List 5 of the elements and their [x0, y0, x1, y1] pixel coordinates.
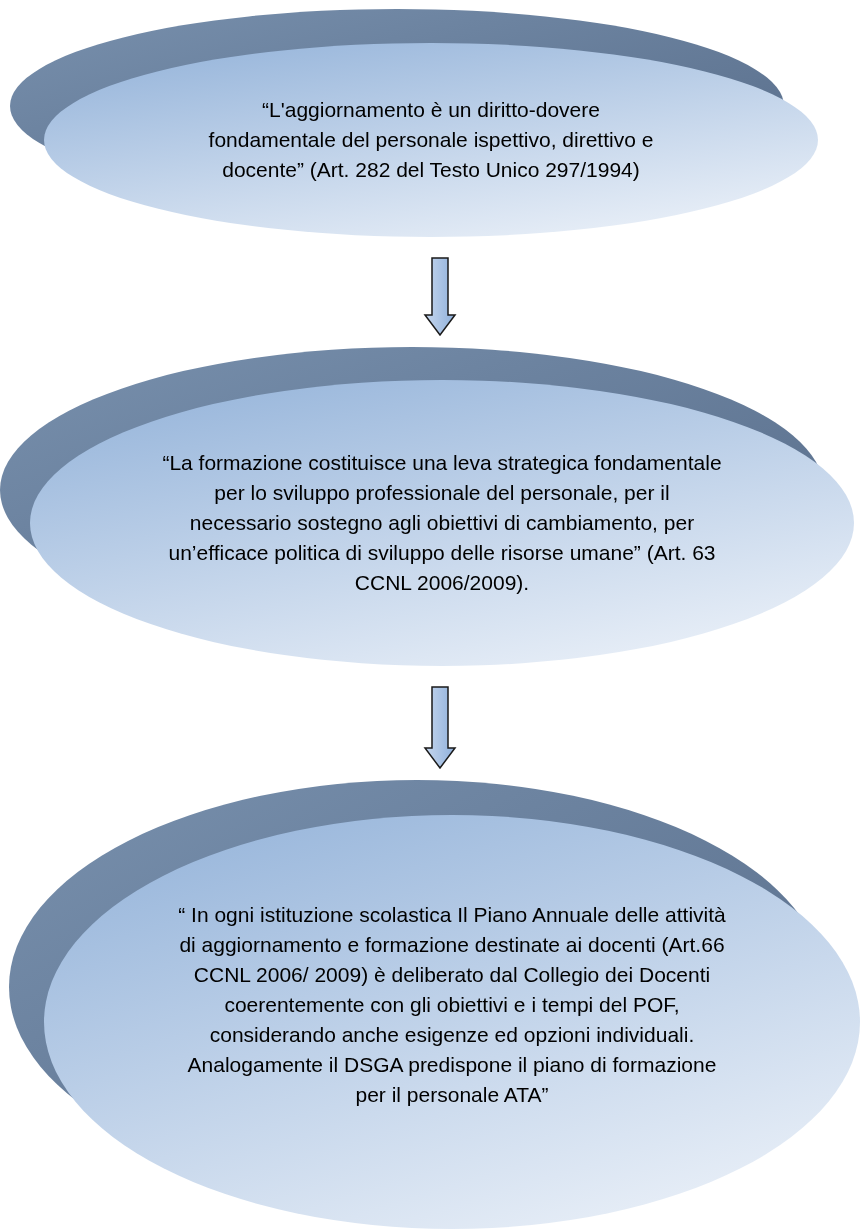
block-arrow: [423, 686, 457, 770]
block-arrow: [423, 257, 457, 337]
quote-text: “ In ogni istituzione scolastica Il Piano Annuale delle attività di aggiornamento e formazione destinate ai docenti (Art.66 CCNL 2006/ 2009) è deliberato dal Collegio dei Docenti coerentemente con gli obiettivi e i tempi del POF, considerando anche esigenze ed opzioni individuali. Analogamente il DSGA predispone il piano di formazione per il personale ATA”: [177, 902, 727, 1108]
quote-text: “La formazione costituisce una leva strategica fondamentale per lo sviluppo professionale del personale, per il necessario sostegno agli obiettivi di cambiamento, per un’efficace politica di sviluppo delle risorse umane” (Art. 63 CCNL 2006/2009).: [162, 450, 722, 596]
quote-text: “L'aggiornamento è un diritto-dovere fondamentale del personale ispettivo, direttivo e docente” (Art. 282 del Testo Unico 297/1994): [207, 97, 655, 183]
